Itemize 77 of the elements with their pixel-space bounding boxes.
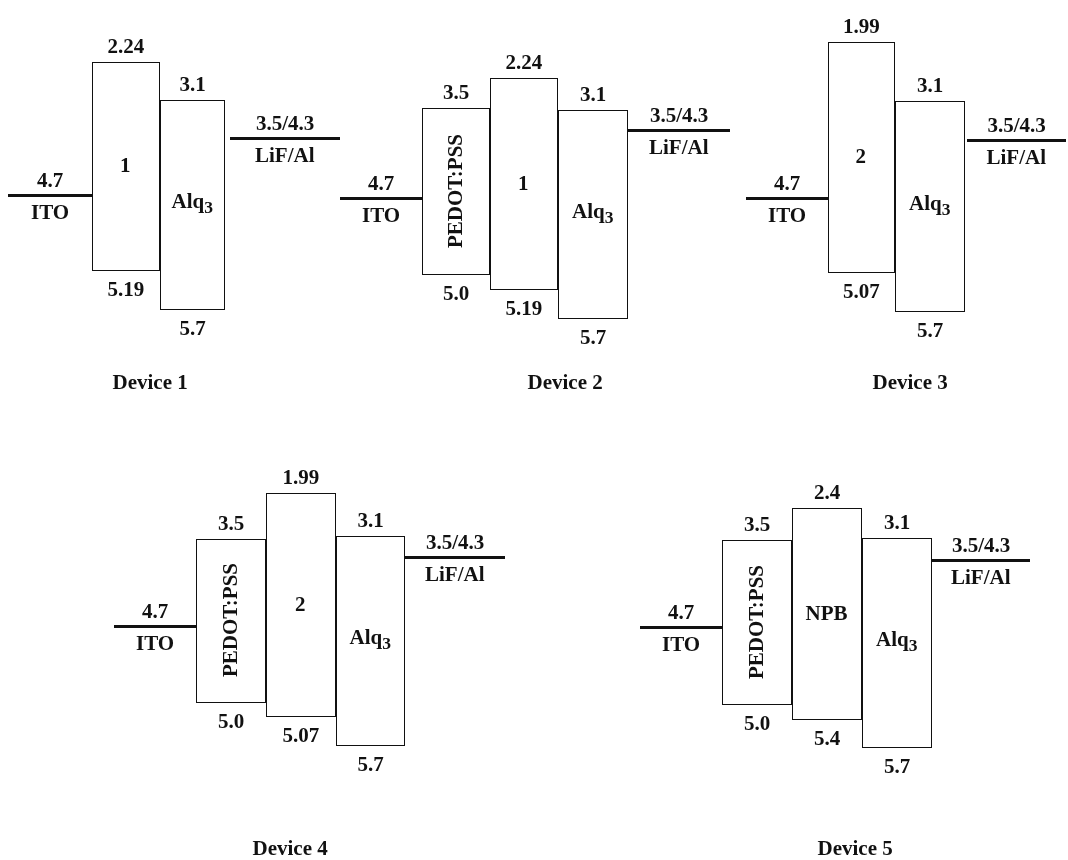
energy-value: 2.4 bbox=[814, 482, 841, 503]
energy-value: 3.1 bbox=[357, 510, 384, 531]
energy-value: 3.5 bbox=[443, 82, 470, 103]
energy-value: 3.1 bbox=[179, 74, 206, 95]
energy-value: 5.4 bbox=[814, 728, 841, 749]
energy-value: 5.07 bbox=[843, 281, 880, 302]
energy-value: 4.7 bbox=[37, 170, 64, 191]
layer-box bbox=[266, 493, 336, 717]
device-caption: Device 3 bbox=[872, 372, 948, 393]
layer-box bbox=[558, 110, 628, 319]
layer-label: Alq$_{3}$ bbox=[909, 192, 951, 219]
device-caption: Device 2 bbox=[527, 372, 603, 393]
layer-box bbox=[828, 42, 895, 273]
device-caption: Device 4 bbox=[252, 838, 328, 859]
layer-box bbox=[722, 540, 792, 705]
energy-value: 4.7 bbox=[668, 602, 695, 623]
layer-box bbox=[422, 108, 490, 275]
material-label: ITO bbox=[362, 205, 401, 226]
layer-box bbox=[196, 539, 266, 703]
layer-box bbox=[862, 538, 932, 748]
layer-label: 2 bbox=[295, 593, 306, 615]
energy-value: 3.5/4.3 bbox=[952, 535, 1011, 556]
layer-box bbox=[895, 101, 965, 312]
layer-label: 2 bbox=[855, 146, 866, 167]
energy-value: 3.1 bbox=[884, 512, 911, 533]
material-label: ITO bbox=[136, 633, 175, 654]
energy-value: 3.5/4.3 bbox=[650, 105, 709, 126]
layer-label: Alq$_{3}$ bbox=[876, 629, 918, 655]
energy-value: 3.5/4.3 bbox=[256, 113, 315, 134]
material-label: ITO bbox=[662, 634, 701, 655]
energy-value: 5.07 bbox=[282, 725, 320, 746]
layer-label: PEDOT:PSS bbox=[445, 133, 466, 248]
layer-box bbox=[160, 100, 225, 310]
material-label: LiF/Al bbox=[986, 147, 1046, 168]
layer-label: 1 bbox=[120, 155, 131, 176]
energy-value: 5.0 bbox=[744, 713, 771, 734]
energy-value: 1.99 bbox=[843, 16, 880, 37]
energy-value: 3.5 bbox=[218, 513, 245, 534]
material-label: ITO bbox=[31, 202, 70, 223]
material-label: ITO bbox=[768, 205, 807, 226]
material-label: LiF/Al bbox=[425, 564, 485, 585]
energy-value: 2.24 bbox=[107, 36, 145, 57]
layer-label: NPB bbox=[805, 602, 848, 624]
energy-value: 5.7 bbox=[884, 756, 911, 777]
energy-value: 1.99 bbox=[282, 467, 320, 488]
energy-value: 3.5 bbox=[744, 514, 771, 535]
layer-label: Alq$_{3}$ bbox=[349, 627, 391, 653]
device-caption: Device 1 bbox=[112, 372, 188, 393]
energy-value: 3.5/4.3 bbox=[426, 532, 485, 553]
layer-label: 1 bbox=[518, 172, 529, 194]
energy-value: 5.7 bbox=[357, 754, 384, 775]
material-label: LiF/Al bbox=[951, 567, 1011, 588]
layer-label: Alq$_{3}$ bbox=[171, 191, 213, 217]
material-label: LiF/Al bbox=[255, 145, 315, 166]
layer-box bbox=[792, 508, 862, 720]
energy-value: 5.19 bbox=[505, 298, 543, 319]
energy-value: 5.19 bbox=[107, 279, 145, 300]
device-caption: Device 5 bbox=[817, 838, 893, 859]
material-label: LiF/Al bbox=[649, 137, 709, 158]
layer-label: PEDOT:PSS bbox=[220, 563, 241, 677]
energy-value: 5.7 bbox=[580, 327, 607, 348]
energy-value: 5.7 bbox=[917, 320, 944, 341]
energy-value: 3.1 bbox=[917, 75, 944, 96]
layer-label: Alq$_{3}$ bbox=[572, 200, 614, 227]
energy-value: 5.7 bbox=[179, 318, 206, 339]
energy-value: 3.5/4.3 bbox=[987, 115, 1046, 136]
energy-value: 4.7 bbox=[142, 601, 169, 622]
layer-label: PEDOT:PSS bbox=[746, 564, 767, 679]
layer-box bbox=[92, 62, 160, 271]
layer-box bbox=[336, 536, 405, 746]
layer-box bbox=[490, 78, 558, 290]
energy-value: 5.0 bbox=[218, 711, 245, 732]
energy-value: 5.0 bbox=[443, 283, 470, 304]
energy-value: 3.1 bbox=[580, 84, 607, 105]
energy-value: 4.7 bbox=[774, 173, 801, 194]
energy-value: 2.24 bbox=[505, 52, 543, 73]
energy-value: 4.7 bbox=[368, 173, 395, 194]
